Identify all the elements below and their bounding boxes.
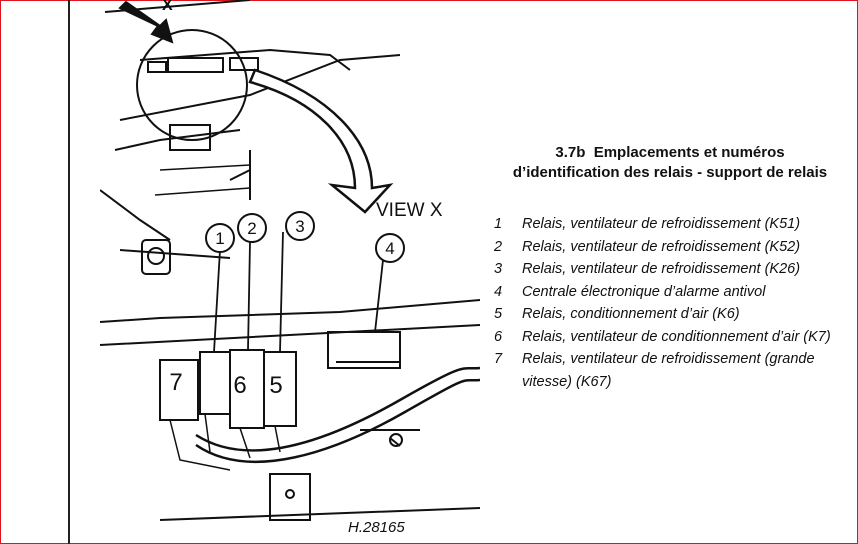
callout-3: 3 — [295, 217, 304, 236]
item-text: Relais, ventilateur de refroidissement (… — [522, 351, 815, 390]
caption-number: 3.7b — [555, 144, 586, 161]
figure-caption: 3.7b Emplacements et numéros d’identific… — [500, 143, 840, 183]
drawing-ref: H.28165 — [348, 519, 405, 536]
caption-text: Emplacements et numéros d’identification… — [512, 144, 828, 181]
list-item: 1 Relais, ventilateur de refroidissement … — [494, 213, 854, 236]
item-text: Relais, ventilateur de refroidissement (… — [522, 216, 801, 232]
item-text: Relais, conditionnement d’air (K6) — [522, 306, 740, 322]
item-number: 7 — [494, 351, 503, 367]
list-item: 4 Centrale électronique d’alarme antivol — [494, 281, 854, 304]
arrow-x-label: X — [162, 0, 173, 14]
item-text: Centrale électronique d’alarme antivol — [522, 283, 766, 300]
list-item: 6 Relais, ventilateur de conditionnement … — [494, 326, 854, 349]
item-text: Relais, ventilateur de conditionnement d… — [522, 328, 831, 345]
item-number: 2 — [494, 238, 503, 255]
item-number: 5 — [494, 306, 503, 322]
list-item: 7 Relais, ventilateur de refroidissement … — [494, 348, 854, 393]
callout-6: 6 — [233, 372, 246, 399]
callout-7: 7 — [169, 369, 182, 396]
callout-1: 1 — [215, 229, 224, 248]
relay-location-drawing: X VIEW X 1 2 3 4 5 6 7 H.28165 — [100, 0, 480, 536]
dashboard-sketch — [100, 0, 401, 241]
item-number: 3 — [494, 261, 503, 277]
list-item: 2 Relais, ventilateur de refroidissement … — [494, 236, 854, 259]
item-text: Relais, ventilateur de refroidissement (… — [522, 261, 801, 277]
arrow-x-icon — [118, 0, 174, 44]
item-number: 4 — [494, 283, 503, 300]
relay-support-sketch — [100, 239, 480, 521]
view-label: VIEW X — [376, 200, 443, 221]
margin-rule — [68, 0, 70, 544]
list-item: 5 Relais, conditionnement d’air (K6) — [494, 303, 854, 326]
callout-5: 5 — [269, 372, 282, 399]
callout-2: 2 — [247, 219, 256, 238]
item-number: 6 — [494, 328, 503, 345]
view-arrow-icon — [248, 68, 394, 214]
item-text: Relais, ventilateur de refroidissement (… — [522, 238, 801, 255]
item-number: 1 — [494, 216, 503, 232]
list-item: 3 Relais, ventilateur de refroidissement … — [494, 258, 854, 281]
callout-4: 4 — [385, 239, 394, 258]
